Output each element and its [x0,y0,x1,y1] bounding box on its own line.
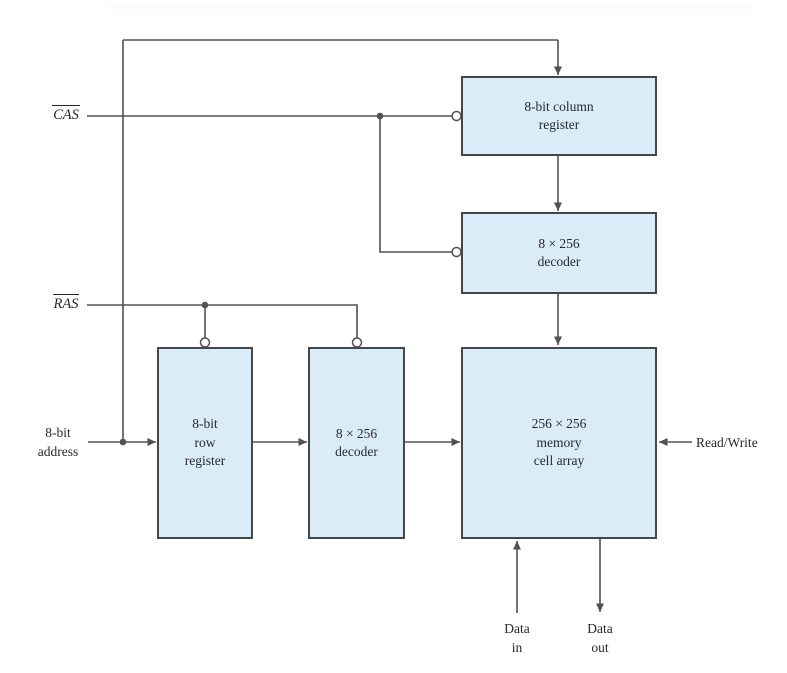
block-label-line: 8-bit column [524,98,594,114]
block-label-line: register [184,453,226,469]
cas-signal-label: CAS [40,105,92,125]
block-row-register: 8-bit row register [157,347,253,539]
block-label-line: 8-bit [192,416,218,432]
cas-junction-dot [376,112,384,120]
data-in-label-line: Data [504,621,530,636]
cas-branch-wire [379,116,452,253]
address-label-line: address [37,444,79,459]
address-signal-label: 8-bit address [16,423,100,461]
address-label-line: 8-bit [45,425,71,440]
ras-wire [87,304,358,338]
block-label-line: cell array [533,453,585,469]
column-decoder-bubble-icon [451,246,462,258]
data-in-signal-label: Data in [489,619,545,657]
block-label-line: row [194,434,216,450]
data-out-label-line: out [591,640,609,655]
block-label-line: 8 × 256 [538,235,580,251]
column-register-bubble-icon [451,110,462,122]
row-register-bubble-icon [199,337,211,348]
block-memory-cell-array: 256 × 256 memory cell array [461,347,657,539]
ras-junction-dot [201,301,209,309]
data-in-label-line: in [511,640,523,655]
block-column-decoder: 8 × 256 decoder [461,212,657,294]
block-label-line: decoder [335,444,378,459]
block-label-line: register [538,117,580,132]
block-column-register: 8-bit column register [461,76,657,156]
page-scan-artifact [105,2,753,9]
ras-signal-label: RAS [40,294,92,314]
read-write-signal-label: Read/Write [696,435,758,450]
cas-overline-text: CAS [52,105,80,123]
data-out-signal-label: Data out [572,619,628,657]
block-label-line: decoder [537,254,581,269]
data-out-label-line: Data [587,621,613,636]
ras-overline-text: RAS [52,294,80,312]
block-row-decoder: 8 × 256 decoder [308,347,405,539]
block-label-line: memory [536,434,582,450]
address-junction-dot [119,438,127,446]
block-label-line: 256 × 256 [531,416,587,432]
block-label-line: 8 × 256 [335,425,378,441]
row-decoder-bubble-icon [351,337,363,348]
